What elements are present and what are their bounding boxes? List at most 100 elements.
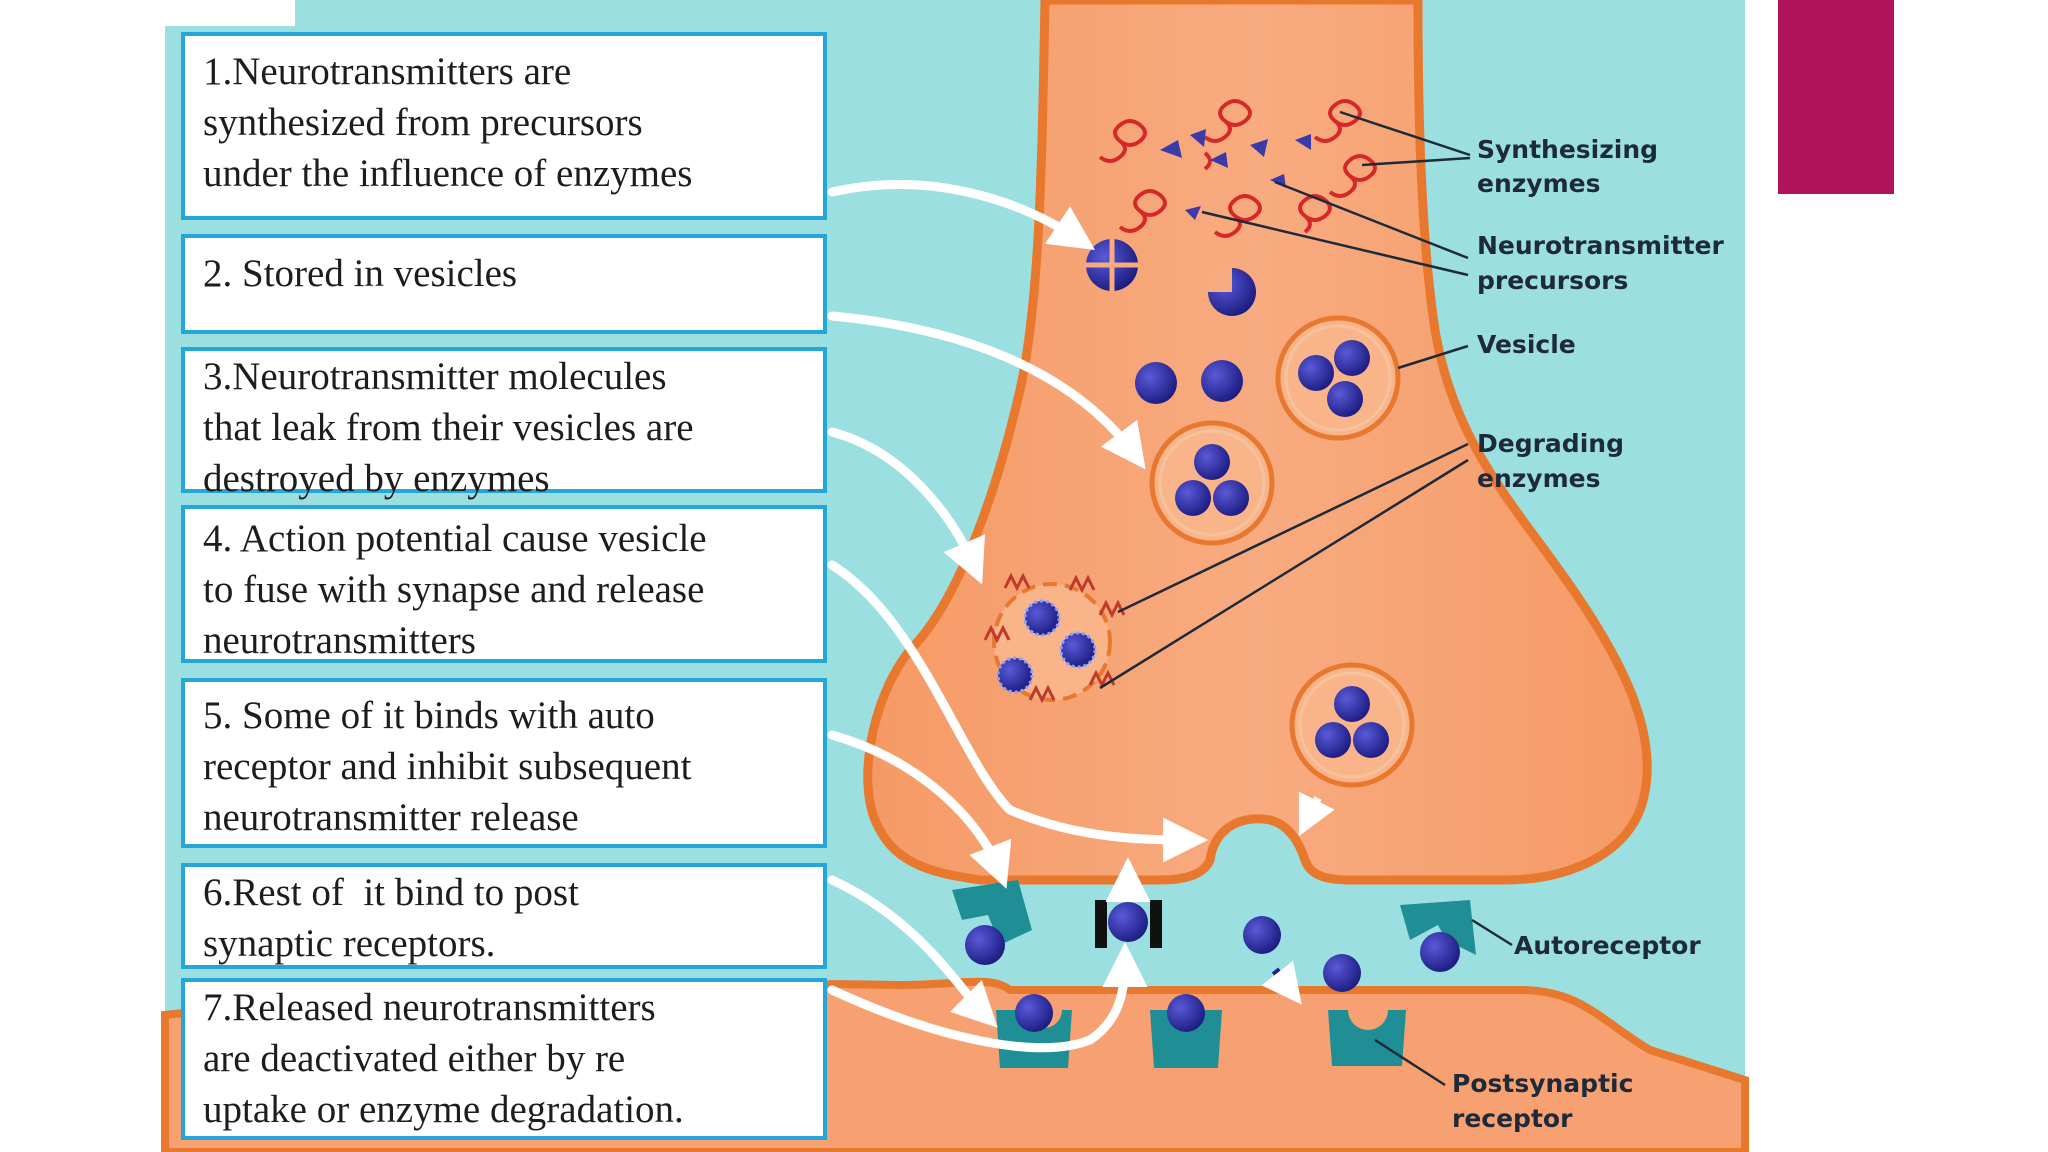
label-autoreceptor: Autoreceptor: [1514, 931, 1701, 960]
enzyme-coil: [1118, 189, 1167, 233]
label-synthesizing-enzymes: Synthesizing enzymes: [1477, 135, 1667, 198]
label-precursors-line2: precursors: [1477, 266, 1628, 295]
label-degrading-enzymes-line1: Degrading: [1477, 429, 1624, 458]
vesicle-inner-ring: [1158, 429, 1266, 537]
label-degrading-enzymes: Degrading enzymes: [1477, 429, 1633, 493]
degrading-enzyme-zigzag: [1068, 574, 1096, 594]
vesicle-membrane: [1149, 420, 1275, 546]
neurotransmitter-molecule: [1353, 722, 1389, 758]
precursor-fragment: [1190, 129, 1206, 147]
vesicle-inner-ring: [1298, 671, 1406, 779]
synthesizing-enzymes: [1098, 99, 1377, 238]
white-top-strip: [165, 0, 295, 26]
neurotransmitter-molecule: [1334, 340, 1370, 376]
receptor-cup: [1150, 1010, 1222, 1068]
arrow-step-6: [827, 875, 998, 1028]
vesicle-upper: [1275, 315, 1401, 441]
degrading-enzyme-zigzag: [1098, 599, 1126, 619]
precursor-fragment: [1210, 152, 1228, 168]
vesicle-movement-arrow: [1298, 791, 1335, 837]
leader-synthesizing-enzymes: [1361, 156, 1471, 167]
arrow-step-3: [827, 427, 985, 585]
neurotransmitter-molecule: [1213, 480, 1249, 516]
assembling-molecule-split: [1086, 239, 1138, 291]
leader-precursors: [1201, 210, 1469, 277]
leader-precursors: [1274, 180, 1469, 260]
neurotransmitter-molecule: [1315, 722, 1351, 758]
precursor-fragment: [1250, 139, 1268, 157]
leader-autoreceptor: [1471, 918, 1513, 947]
bound-molecule: [1420, 932, 1460, 972]
label-degrading-enzymes-line2: enzymes: [1477, 464, 1601, 493]
autoreceptor-body: [1400, 900, 1476, 955]
vesicle-middle: [1149, 420, 1275, 546]
assembling-molecule: [1086, 239, 1256, 316]
postsynaptic-receptor: [996, 994, 1072, 1068]
enzyme-coil: [1203, 99, 1252, 171]
precursor-fragment: [1160, 140, 1182, 158]
leaking-vesicle: [983, 572, 1126, 704]
degrading-enzymes: [983, 572, 1126, 704]
degraded-molecule: [996, 656, 1034, 694]
release-direction-arrow: [1261, 960, 1302, 1005]
degraded-molecule: [1023, 599, 1061, 637]
autoreceptor-left: [952, 880, 1032, 965]
slide-accent-block: [1778, 0, 1894, 194]
enzyme-coil: [1328, 154, 1377, 198]
label-vesicle: Vesicle: [1477, 330, 1576, 359]
label-precursors-line1: Neurotransmitter: [1477, 231, 1724, 260]
released-molecule: [1323, 954, 1361, 992]
bound-molecule: [1167, 994, 1205, 1032]
label-synthesizing-enzymes-line2: enzymes: [1477, 169, 1601, 198]
neurotransmitter-molecule: [1327, 381, 1363, 417]
receptor-cup: [996, 1010, 1072, 1068]
precursor-fragment: [1295, 134, 1311, 150]
label-postsynaptic-receptor: Postsynaptic receptor: [1452, 1069, 1642, 1133]
arrow-step-2: [827, 311, 1146, 470]
transporter-left-bar: [1095, 900, 1107, 948]
degrading-enzyme-zigzag: [1028, 684, 1056, 704]
transported-molecule: [1108, 902, 1148, 942]
transporter-right-bar: [1150, 900, 1162, 948]
degrading-enzyme-zigzag: [1003, 572, 1031, 592]
leader-degrading-enzymes: [1117, 442, 1469, 614]
enzyme-coil: [1298, 194, 1332, 234]
postsynaptic-receptor: [1328, 1010, 1406, 1066]
arrow-step-5: [827, 730, 1012, 889]
label-synthesizing-enzymes-line1: Synthesizing: [1477, 135, 1658, 164]
reuptake-transporter: [1095, 857, 1162, 948]
leader-postsynaptic-receptor: [1374, 1038, 1446, 1087]
arrow-step-7: [827, 942, 1148, 1053]
bound-molecule: [1015, 994, 1053, 1032]
leader-degrading-enzymes: [1099, 458, 1469, 690]
step-arrows: [827, 180, 1208, 1053]
neurotransmitter-molecule: [1194, 444, 1230, 480]
bound-molecule: [965, 925, 1005, 965]
assembling-molecule-notch: [1206, 266, 1232, 292]
enzyme-coil: [1098, 119, 1147, 163]
label-neurotransmitter-precursors: Neurotransmitter precursors: [1477, 231, 1733, 295]
leader-vesicle: [1397, 344, 1469, 370]
label-postsynaptic-line1: Postsynaptic: [1452, 1069, 1633, 1098]
neurotransmitter-molecule: [1135, 362, 1177, 404]
neurotransmitter-molecule: [1201, 360, 1243, 402]
label-postsynaptic-line2: receptor: [1452, 1104, 1573, 1133]
arrow-step-4: [827, 560, 1208, 863]
neurotransmitter-molecule: [1298, 355, 1334, 391]
receptor-cup: [1328, 1010, 1406, 1066]
neurotransmitter-molecule: [1334, 686, 1370, 722]
leader-synthesizing-enzymes: [1339, 110, 1471, 157]
autoreceptor-right: [1400, 900, 1476, 972]
degrading-enzyme-zigzag: [1088, 669, 1116, 689]
vesicle-membrane: [1289, 662, 1415, 788]
neurotransmitter-molecule: [1175, 480, 1211, 516]
degrading-enzyme-zigzag: [983, 624, 1011, 644]
enzyme-coil: [1313, 99, 1362, 143]
precursor-fragment: [1185, 206, 1201, 220]
released-molecule: [1243, 916, 1281, 954]
vesicle-inner-ring: [1284, 324, 1392, 432]
autoreceptor-body: [952, 880, 1032, 945]
vesicle-lower: [1289, 662, 1415, 788]
